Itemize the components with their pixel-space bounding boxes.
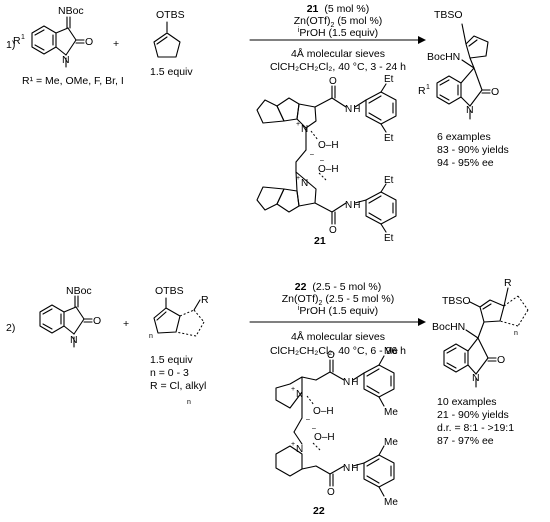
product2-tbso: TBSO	[442, 295, 471, 307]
conditions-catalyst-2: 22 (2.5 - 5 mol %)	[295, 281, 381, 293]
cat21-plus-bottom: +	[296, 175, 300, 182]
product2-bochn: BocHN	[432, 321, 465, 333]
conditions-additive-2: iPrOH (1.5 equiv)	[298, 305, 378, 317]
imine-label-2: NBoc	[66, 285, 92, 297]
product2-n-sub: n	[514, 330, 518, 337]
cat21-o-1: O	[329, 76, 337, 87]
reaction-1: 1) NBoc O N R 1 R¹ = Me, OMe, F, Br, I +	[6, 3, 509, 247]
n-range: n = 0 - 3	[150, 367, 189, 379]
cat22-oh-top: O–H	[313, 406, 334, 417]
cat22-me-1: Me	[384, 346, 398, 357]
isatin-ketimine-1: NBoc O N R 1	[13, 5, 93, 68]
conditions-solvent-2: ClCH₂CH₂Cl₂, 40 °C, 6 - 96 h	[270, 345, 406, 357]
reaction-2-number: 2)	[6, 322, 15, 334]
product-1: TBSO BocHN R 1 O N	[418, 9, 499, 120]
cat21-minus-bottom: –	[320, 157, 324, 164]
catalyst-22: Me Me Me Me O O NH NH N + O–H – N + O–H …	[275, 346, 398, 517]
r-scope: R = Cl, alkyl	[150, 380, 206, 392]
cat21-n-oxide-bottom: N	[301, 178, 308, 189]
product1-bochn: BocHN	[427, 51, 460, 63]
isatin-ketimine-2: NBoc O N	[39, 285, 101, 348]
product1-r: R	[418, 85, 426, 97]
cat21-et-1: Et	[384, 74, 394, 85]
product2-examples: 10 examples	[437, 396, 497, 408]
n-label-2: N	[70, 334, 78, 346]
product1-n: N	[466, 104, 474, 116]
product2-r: R	[504, 277, 512, 289]
silyl-enol-ether-2: OTBS R n	[149, 285, 209, 340]
equiv-label-1: 1.5 equiv	[150, 66, 193, 78]
carbonyl-o-label: O	[85, 36, 93, 48]
cat21-et-2: Et	[384, 133, 394, 144]
product2-n: N	[472, 372, 480, 384]
reaction-2: 2) NBoc O N +	[6, 277, 529, 517]
cat22-o-1: O	[327, 350, 335, 361]
cat21-label: 21	[314, 235, 326, 247]
cat21-oh-bottom: O–H	[318, 164, 339, 175]
carbonyl-o-label-2: O	[93, 315, 101, 327]
equiv-label-2: 1.5 equiv	[150, 354, 193, 366]
product1-yields: 83 - 90% yields	[437, 144, 509, 156]
reactant2-n-sub: n	[149, 333, 153, 340]
r1-label: R	[13, 35, 21, 47]
cat22-me-2: Me	[384, 407, 398, 418]
cat22-me-3: Me	[384, 437, 398, 448]
conditions-lewis-acid-1: Zn(OTf)2(5 mol %)	[294, 15, 383, 29]
cat21-o-2: O	[329, 225, 337, 236]
cat21-oh-top: O–H	[318, 140, 339, 151]
cat22-o-2: O	[327, 487, 335, 498]
reaction-1-number: 1)	[6, 39, 15, 51]
cat22-oh-bottom: O–H	[314, 432, 335, 443]
product1-ee: 94 - 95% ee	[437, 157, 494, 169]
r1-scope: R¹ = Me, OMe, F, Br, I	[22, 75, 124, 87]
n-label: N	[62, 54, 70, 66]
cat21-n-oxide-top: N	[301, 124, 308, 135]
otbs-label: OTBS	[156, 9, 185, 21]
cat21-nh-2: NH	[345, 200, 360, 211]
cat22-plus-top: +	[291, 386, 295, 393]
conditions-sieves-2: 4Å molecular sieves	[291, 330, 385, 343]
cat22-me-4: Me	[384, 497, 398, 508]
catalyst-21: Et Et Et Et O O NH NH N + O–H – N + O–H …	[256, 74, 397, 247]
cat21-minus-top: –	[310, 151, 314, 158]
conditions-additive-1: iPrOH (1.5 equiv)	[298, 27, 378, 39]
cat22-nh-1: NH	[343, 377, 358, 388]
conditions-lewis-acid-2: Zn(OTf)2(2.5 - 5 mol %)	[282, 293, 395, 307]
cat22-label: 22	[313, 505, 325, 517]
product1-r-sup: 1	[426, 84, 430, 91]
conditions-catalyst-1: 21 (5 mol %)	[307, 3, 370, 15]
reactant2-otbs: OTBS	[155, 285, 184, 297]
conditions-solvent-1: ClCH₂CH₂Cl₂, 40 °C, 3 - 24 h	[270, 61, 406, 73]
cat22-minus-bottom: –	[312, 425, 316, 432]
cat22-n-oxide-top: N	[296, 389, 303, 400]
product2-ee: 87 - 97% ee	[437, 435, 494, 447]
product2-yields: 21 - 90% yields	[437, 409, 509, 421]
imine-label: NBoc	[58, 5, 84, 17]
plus-sign-2: +	[123, 318, 129, 330]
product1-carbonyl-o: O	[491, 86, 499, 98]
cat21-plus-top: +	[296, 121, 300, 128]
cat21-et-3: Et	[384, 175, 394, 186]
r1-superscript: 1	[21, 34, 25, 41]
product-2: R TBSO BocHN n O N	[432, 277, 529, 388]
cat22-plus-bottom: +	[291, 441, 295, 448]
reactant2-r: R	[201, 294, 209, 306]
plus-sign-1: +	[113, 38, 119, 50]
cat21-et-4: Et	[384, 233, 394, 244]
n-note: n	[187, 399, 191, 406]
product2-carbonyl-o: O	[497, 354, 505, 366]
cat22-nh-2: NH	[343, 463, 358, 474]
conditions-sieves-1: 4Å molecular sieves	[291, 47, 385, 60]
product2-dr: d.r. = 8:1 - >19:1	[437, 422, 514, 434]
cat22-minus-top: –	[306, 416, 310, 423]
cat21-nh-1: NH	[345, 104, 360, 115]
silyl-enol-ether-1: OTBS	[153, 9, 185, 58]
cat22-n-oxide-bottom: N	[296, 444, 303, 455]
product1-tbso: TBSO	[434, 9, 463, 21]
product1-examples: 6 examples	[437, 131, 491, 143]
